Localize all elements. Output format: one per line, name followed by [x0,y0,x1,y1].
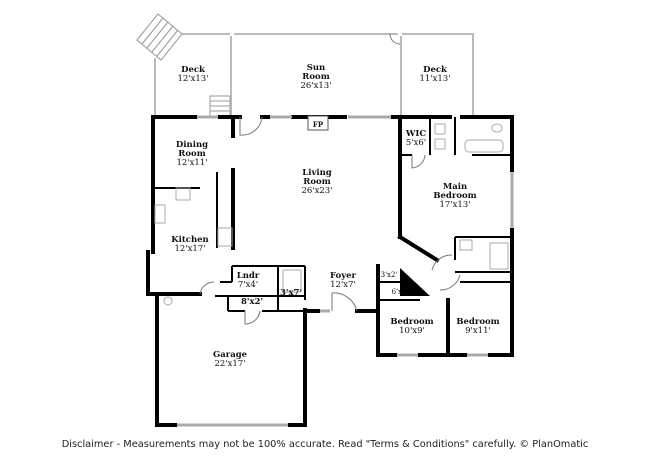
room-name: Deck [423,65,447,75]
windows [177,115,514,427]
fireplace-label: FP [312,120,324,129]
room-name: WIC [405,129,427,139]
room-name: Main [442,182,468,192]
room-name: Room [178,149,206,159]
closet-6x2-label: 6'x2' [391,288,409,296]
closet-3x7-label: 3'x7' [279,288,303,298]
room-dimensions: 22'x17' [214,359,246,369]
room-dimensions: 26'x23' [301,186,333,196]
closet-fill [400,268,430,296]
decks-outline [154,33,474,117]
fixtures [154,123,509,306]
interior-walls [155,117,512,312]
closet-8x2-label: 8'x2' [240,297,264,307]
disclaimer: Disclaimer - Measurements may not be 100… [61,439,589,450]
room-dimensions: 9'x11' [465,326,491,336]
room-dimensions: 10'x9' [399,326,425,336]
room-name: Bedroom [433,191,477,201]
room-name: Sun [306,63,326,73]
room-name: Lndr [236,271,260,281]
room-dimensions: 7'x4' [237,280,259,290]
room-name: Foyer [329,271,357,281]
room-name: Garage [212,350,248,360]
room-name: Bedroom [390,317,434,327]
doors [199,33,461,325]
room-name: Room [303,177,331,187]
room-dimensions: 26'x13' [300,81,332,91]
room-name: Deck [181,65,205,75]
room-dimensions: 17'x13' [439,200,471,210]
room-dimensions: 12'x7' [330,280,356,290]
room-name: Living [302,168,332,178]
room-dimensions: 12'x17' [174,244,206,254]
closet-3x2-label: 3'x2' [380,271,398,279]
room-dimensions: 12'x11' [176,158,208,168]
room-name: Bedroom [456,317,500,327]
walls [146,115,514,427]
fireplace-icon [307,115,329,131]
room-dimensions: 12'x13' [177,74,209,84]
stairs-icon [136,13,231,117]
room-name: Kitchen [171,235,209,245]
room-dimensions: 5'x6' [405,138,427,148]
room-name: Dining [175,140,209,150]
room-name: Room [302,72,330,82]
room-dimensions: 11'x13' [419,74,451,84]
